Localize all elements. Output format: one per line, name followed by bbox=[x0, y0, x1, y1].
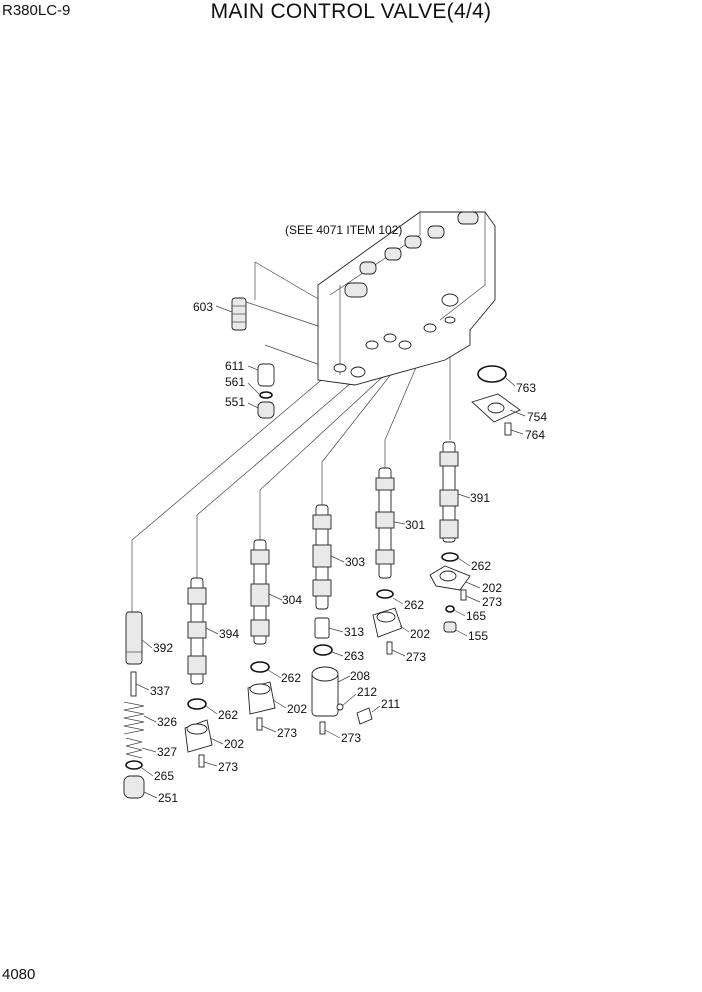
part-155 bbox=[443, 621, 457, 633]
part-303-spool bbox=[312, 504, 332, 610]
model-name: R380LC-9 bbox=[2, 2, 71, 19]
reference-note: (SEE 4071 ITEM 102) bbox=[285, 223, 402, 237]
callout-265: 265 bbox=[154, 769, 174, 783]
part-262-d bbox=[187, 698, 207, 710]
callout-273-d: 273 bbox=[277, 726, 297, 740]
valve-body bbox=[317, 211, 496, 386]
callout-273-e: 273 bbox=[218, 760, 238, 774]
callout-262-c: 262 bbox=[281, 671, 301, 685]
callout-392: 392 bbox=[153, 641, 173, 655]
part-764 bbox=[504, 422, 512, 436]
part-611 bbox=[257, 363, 275, 387]
callout-165: 165 bbox=[466, 609, 486, 623]
callout-394: 394 bbox=[219, 627, 239, 641]
callout-327: 327 bbox=[157, 745, 177, 759]
part-304-spool bbox=[250, 539, 270, 645]
callout-603: 603 bbox=[193, 300, 213, 314]
part-326-spring bbox=[123, 701, 145, 735]
callout-337: 337 bbox=[150, 684, 170, 698]
part-327-spring bbox=[125, 737, 143, 759]
part-273-b bbox=[386, 641, 393, 655]
part-337 bbox=[130, 671, 137, 697]
part-301-spool bbox=[375, 467, 395, 579]
part-273-c bbox=[319, 721, 326, 735]
callout-262-d: 262 bbox=[218, 708, 238, 722]
page-title: MAIN CONTROL VALVE(4/4) bbox=[210, 0, 492, 23]
part-273-e bbox=[198, 754, 205, 768]
callout-211: 211 bbox=[381, 697, 400, 711]
part-262-c bbox=[250, 661, 270, 673]
callout-754: 754 bbox=[527, 410, 547, 424]
part-394-spool bbox=[187, 577, 207, 685]
callout-263: 263 bbox=[344, 649, 364, 663]
callout-leaders bbox=[135, 305, 526, 799]
part-212 bbox=[336, 703, 344, 711]
callout-273-b: 273 bbox=[406, 650, 426, 664]
callout-763: 763 bbox=[516, 381, 536, 395]
callout-202-d: 202 bbox=[224, 737, 244, 751]
callout-611: 611 bbox=[225, 359, 244, 373]
callout-326: 326 bbox=[157, 715, 177, 729]
part-165 bbox=[445, 605, 455, 613]
callout-212: 212 bbox=[357, 685, 377, 699]
callout-551: 551 bbox=[225, 395, 245, 409]
part-551 bbox=[257, 401, 275, 419]
part-273-a bbox=[460, 589, 467, 601]
part-262-a bbox=[441, 552, 459, 562]
callout-313: 313 bbox=[344, 625, 364, 639]
part-313 bbox=[314, 617, 330, 639]
callout-208: 208 bbox=[350, 669, 370, 683]
callout-262-b: 262 bbox=[404, 598, 424, 612]
callout-561: 561 bbox=[225, 375, 245, 389]
part-603 bbox=[231, 297, 247, 331]
callout-202-c: 202 bbox=[287, 702, 307, 716]
callout-262-a: 262 bbox=[471, 559, 491, 573]
callout-303: 303 bbox=[345, 555, 365, 569]
part-265 bbox=[125, 760, 143, 770]
part-208 bbox=[311, 666, 339, 717]
part-391-spool bbox=[439, 441, 459, 543]
callout-764: 764 bbox=[525, 428, 545, 442]
callout-301: 301 bbox=[405, 518, 425, 532]
callout-273-c: 273 bbox=[341, 731, 361, 745]
part-392 bbox=[125, 611, 143, 665]
page-number: 4080 bbox=[2, 966, 36, 983]
callout-251: 251 bbox=[158, 791, 178, 805]
callout-202-b: 202 bbox=[410, 627, 430, 641]
callout-273-a: 273 bbox=[482, 595, 502, 609]
callout-391: 391 bbox=[470, 491, 490, 505]
callout-labels: 603 611 561 551 763 754 764 391 262 202 … bbox=[150, 300, 547, 805]
callout-155: 155 bbox=[468, 629, 488, 643]
part-561 bbox=[259, 391, 273, 399]
part-763 bbox=[477, 365, 507, 383]
callout-202-a: 202 bbox=[482, 581, 502, 595]
part-211 bbox=[356, 707, 373, 725]
part-262-b bbox=[376, 589, 394, 599]
part-251 bbox=[123, 775, 145, 799]
callout-304: 304 bbox=[282, 593, 302, 607]
part-263 bbox=[313, 644, 333, 656]
part-273-d bbox=[256, 717, 263, 731]
